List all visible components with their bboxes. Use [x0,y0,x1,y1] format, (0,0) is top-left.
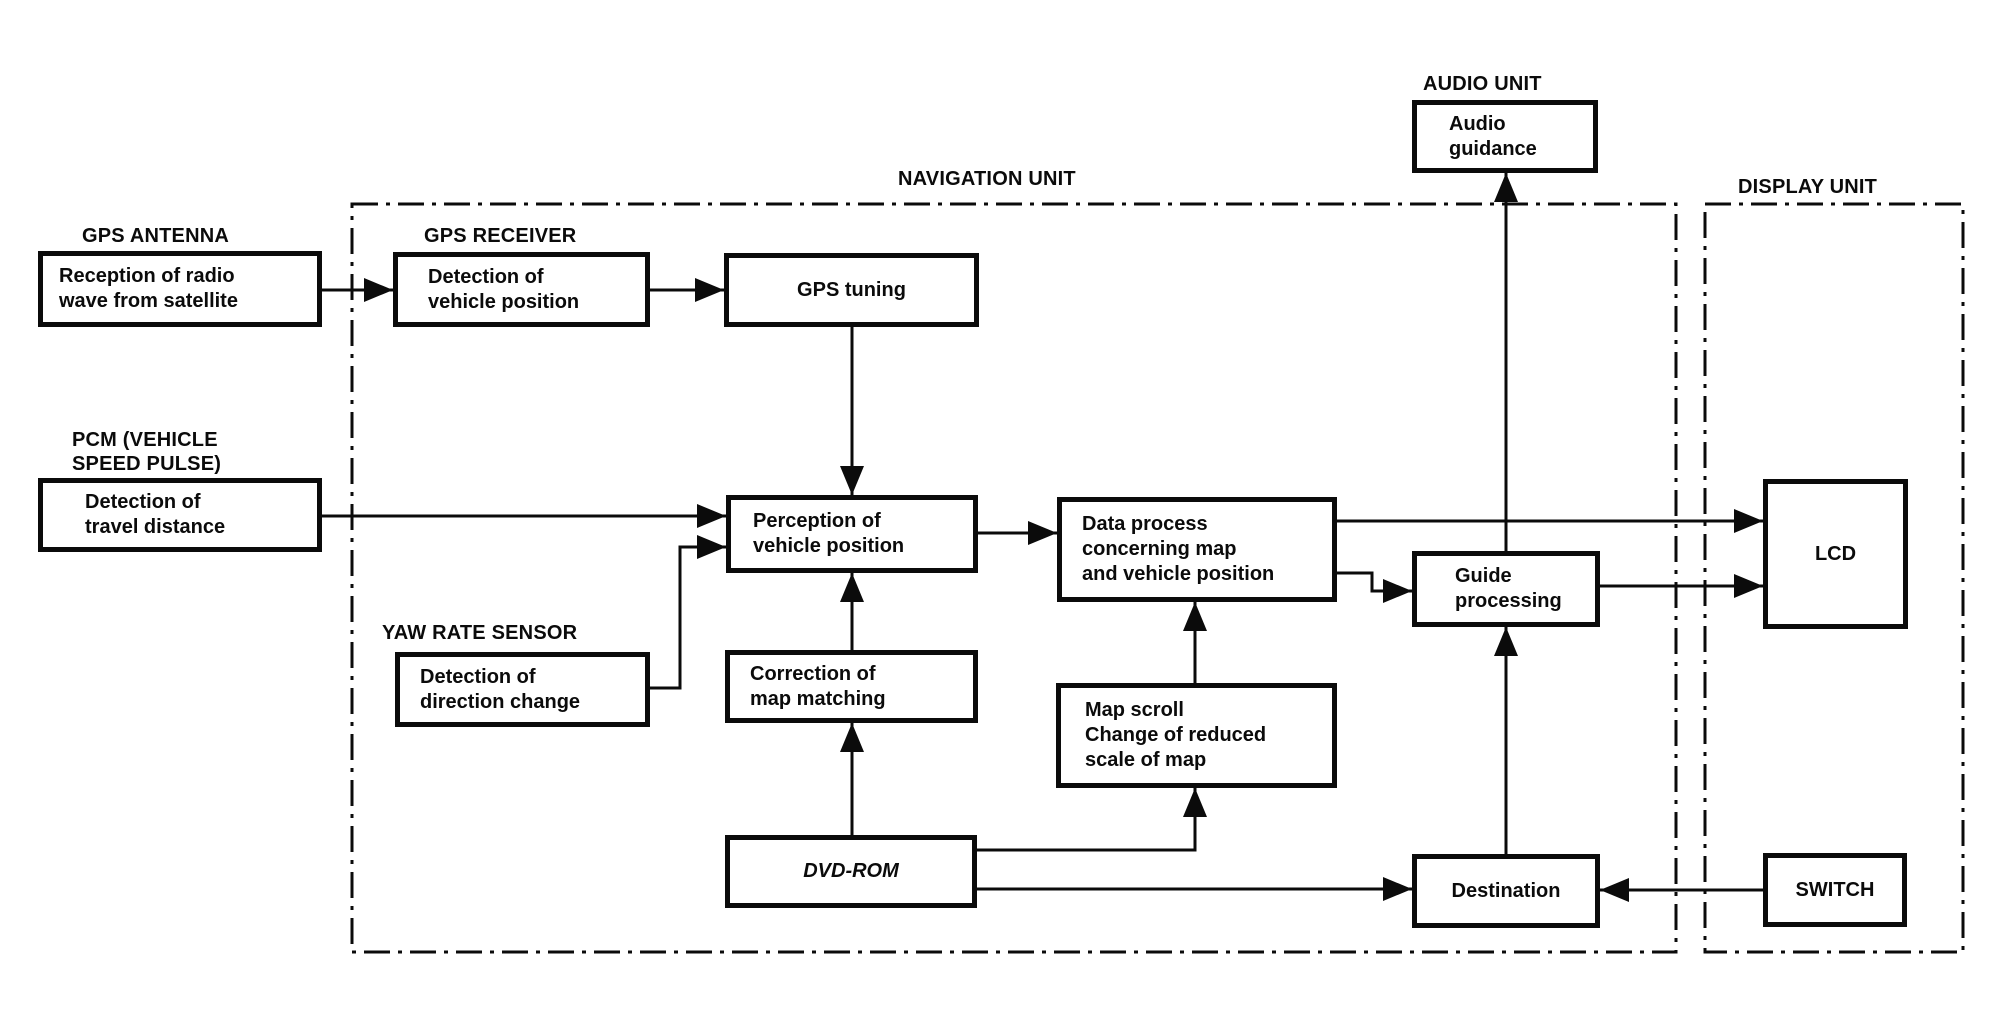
pcm-box-text: Detection of travel distance [85,491,226,538]
navigation-unit-boundary [350,202,1678,954]
gps-tuning-box: GPS tuning [724,253,979,327]
pcm-label: PCM (VEHICLE SPEED PULSE) [72,429,222,475]
display-unit-boundary [1703,202,1965,954]
gps-antenna-box-text: Reception of radio wave from satellite [59,265,238,312]
lcd-box-text: LCD [1814,542,1857,565]
arrow-dvd-to-map-scroll [977,788,1207,852]
audio-unit-label: AUDIO UNIT [1423,73,1542,95]
destination-box: Destination [1412,854,1600,928]
perception-box-text: Perception of vehicle position [753,510,905,557]
map-scroll-box-text: Map scroll Change of reduced scale of ma… [1085,699,1267,771]
arrow-direction-change-to-perception [650,535,726,690]
arrow-data-process-to-guide-processing [1337,571,1412,603]
gps-antenna-label: GPS ANTENNA [82,225,230,247]
pcm-box: Detection of travel distance [38,478,322,552]
audio-guidance-box: Audio guidance [1412,100,1598,173]
yaw-rate-sensor-box: Detection of direction change [395,652,650,727]
display-unit-label: DISPLAY UNIT [1738,176,1878,198]
lcd-box: LCD [1763,479,1908,629]
data-process-box-text: Data process concerning map and vehicle … [1082,513,1275,585]
gps-antenna-box: Reception of radio wave from satellite [38,251,322,327]
gps-receiver-label: GPS RECEIVER [424,225,577,247]
destination-box-text: Destination [1451,879,1561,902]
dvd-rom-box-text: DVD-ROM [803,860,899,882]
switch-box-text: SWITCH [1795,878,1875,901]
dvd-rom-box: DVD-ROM [725,835,977,908]
audio-guidance-box-text: Audio guidance [1449,112,1537,160]
gps-receiver-box: Detection of vehicle position [393,252,650,327]
data-process-box: Data process concerning map and vehicle … [1057,497,1337,602]
correction-box: Correction of map matching [725,650,978,723]
yaw-rate-sensor-label: YAW RATE SENSOR [382,622,578,644]
navigation-unit-label: NAVIGATION UNIT [898,168,1076,190]
gps-tuning-box-text: GPS tuning [797,278,906,301]
perception-box: Perception of vehicle position [726,495,978,573]
yaw-rate-sensor-box-text: Detection of direction change [420,665,581,713]
gps-receiver-box-text: Detection of vehicle position [428,265,580,313]
guide-processing-box-text: Guide processing [1455,565,1562,612]
map-scroll-box: Map scroll Change of reduced scale of ma… [1056,683,1337,788]
correction-box-text: Correction of map matching [750,662,886,710]
guide-processing-box: Guide processing [1412,551,1600,627]
switch-box: SWITCH [1763,853,1907,927]
